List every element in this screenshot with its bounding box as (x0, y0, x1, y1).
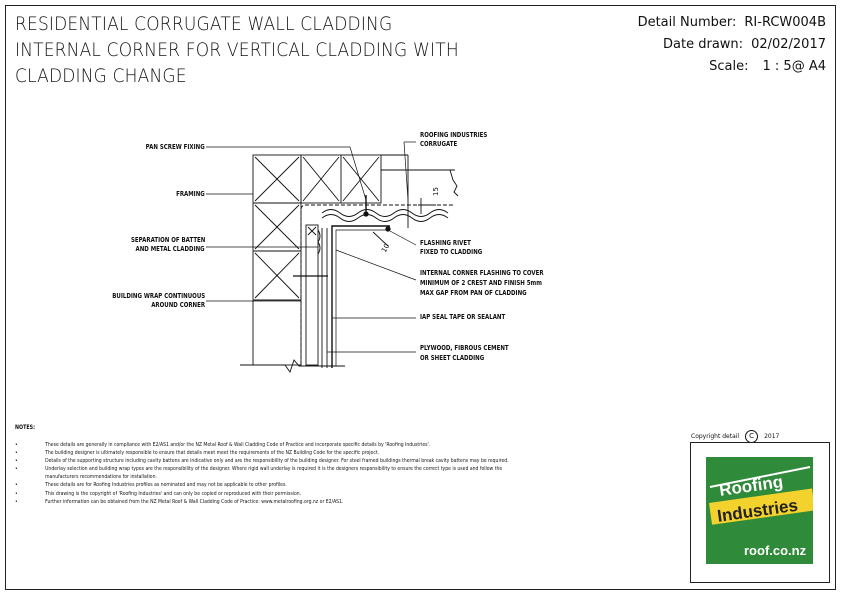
note-bullet: • (15, 498, 18, 505)
note-text: This drawing is the copyright of 'Roofin… (45, 490, 302, 497)
copyright-text: Copyright detail (691, 433, 740, 440)
note-item: • These details are generally in complian… (15, 441, 531, 449)
drawing-title: RESIDENTIAL CORRUGATE WALL CLADDING INTE… (15, 12, 459, 90)
scale-value: 1 : 5@ A4 (762, 59, 826, 74)
title-line-3: CLADDING CHANGE (15, 66, 187, 87)
title-line-1: RESIDENTIAL CORRUGATE WALL CLADDING (15, 14, 393, 35)
label-wrap-1: BUILDING WRAP CONTINUOUS (112, 292, 205, 300)
title-block: Detail Number: RI-RCW004B Date drawn: 02/0… (638, 12, 826, 78)
note-item: • Underlay selection and building wrap ty… (15, 465, 531, 481)
logo-url: roof.co.nz (744, 543, 807, 558)
note-item: • These details are for Roofing Industrie… (15, 481, 531, 489)
roofing-industries-logo: Roofing Industries roof.co.nz (706, 457, 813, 564)
detail-number-value: RI-RCW004B (744, 15, 826, 30)
label-flash-2: MINIMUM OF 2 CREST AND FINISH 5mm (420, 279, 542, 287)
label-flash-1: INTERNAL CORNER FLASHING TO COVER (420, 269, 544, 277)
detail-number-row: Detail Number: RI-RCW004B (638, 12, 826, 34)
internal-corner-flashing (331, 225, 390, 368)
label-tape: IAP SEAL TAPE OR SEALANT (420, 313, 506, 321)
title-line-2: INTERNAL CORNER FOR VERTICAL CLADDING WI… (15, 40, 459, 61)
label-ply-2: OR SHEET CLADDING (420, 354, 485, 362)
cavity-batten (305, 224, 319, 366)
detail-number-label: Detail Number: (637, 15, 737, 30)
notes-list: • These details are generally in complian… (15, 441, 531, 506)
label-flash-3: MAX GAP FROM PAN OF CLADDING (420, 289, 527, 297)
drawing-border (5, 5, 836, 590)
logo-box: Roofing Industries roof.co.nz (690, 442, 830, 583)
note-bullet: • (15, 442, 18, 448)
copyright-year: 2017 (764, 433, 780, 440)
scale-label: Scale: (709, 59, 749, 74)
roof-shape-icon (709, 466, 811, 488)
note-bullet: • (15, 466, 18, 473)
label-separation-1: SEPARATION OF BATTEN (130, 236, 205, 244)
note-bullet: • (15, 482, 18, 489)
date-drawn-value: 02/02/2017 (751, 37, 826, 52)
note-item: • The building designer is ultimately res… (15, 449, 531, 457)
label-ri-2: CORRUGATE (420, 140, 458, 148)
date-drawn-label: Date drawn: (663, 37, 744, 52)
label-rivet-1: FLASHING RIVET (420, 239, 471, 247)
date-drawn-row: Date drawn: 02/02/2017 (638, 34, 826, 56)
note-bullet: • (15, 450, 18, 457)
label-pan-screw: PAN SCREW FIXING (145, 143, 205, 151)
note-text: These details are for Roofing Industries… (45, 482, 287, 489)
label-ply-1: PLYWOOD, FIBROUS CEMENT (420, 344, 509, 352)
label-separation-2: AND METAL CLADDING (135, 245, 205, 253)
label-framing: FRAMING (176, 190, 205, 198)
scale-row: Scale: 1 : 5@ A4 (638, 56, 826, 78)
building-wrap (300, 204, 455, 365)
note-bullet: • (15, 490, 18, 497)
corrugate-sheet (321, 209, 449, 217)
note-text: The building designer is ultimately resp… (45, 450, 380, 457)
dim-15: 15 (432, 187, 440, 196)
notes-title: NOTES: (15, 424, 36, 431)
note-item: • This drawing is the copyright of 'Roofi… (15, 490, 531, 498)
label-rivet-2: FIXED TO CLADDING (420, 248, 483, 256)
label-ri-1: ROOFING INDUSTRIES (420, 131, 488, 139)
note-text: Underlay selection and building wrap typ… (45, 466, 503, 481)
vertical-framing (252, 154, 302, 366)
label-wrap-2: AROUND CORNER (151, 301, 205, 309)
note-text: Details of the supporting structure incl… (45, 458, 509, 465)
note-item: • Details of the supporting structure inc… (15, 457, 531, 465)
note-text: Further information can be obtained from… (45, 498, 344, 505)
note-text: These details are generally in complianc… (45, 442, 431, 448)
note-bullet: • (15, 458, 18, 465)
note-item: • Further information can be obtained fro… (15, 498, 531, 506)
